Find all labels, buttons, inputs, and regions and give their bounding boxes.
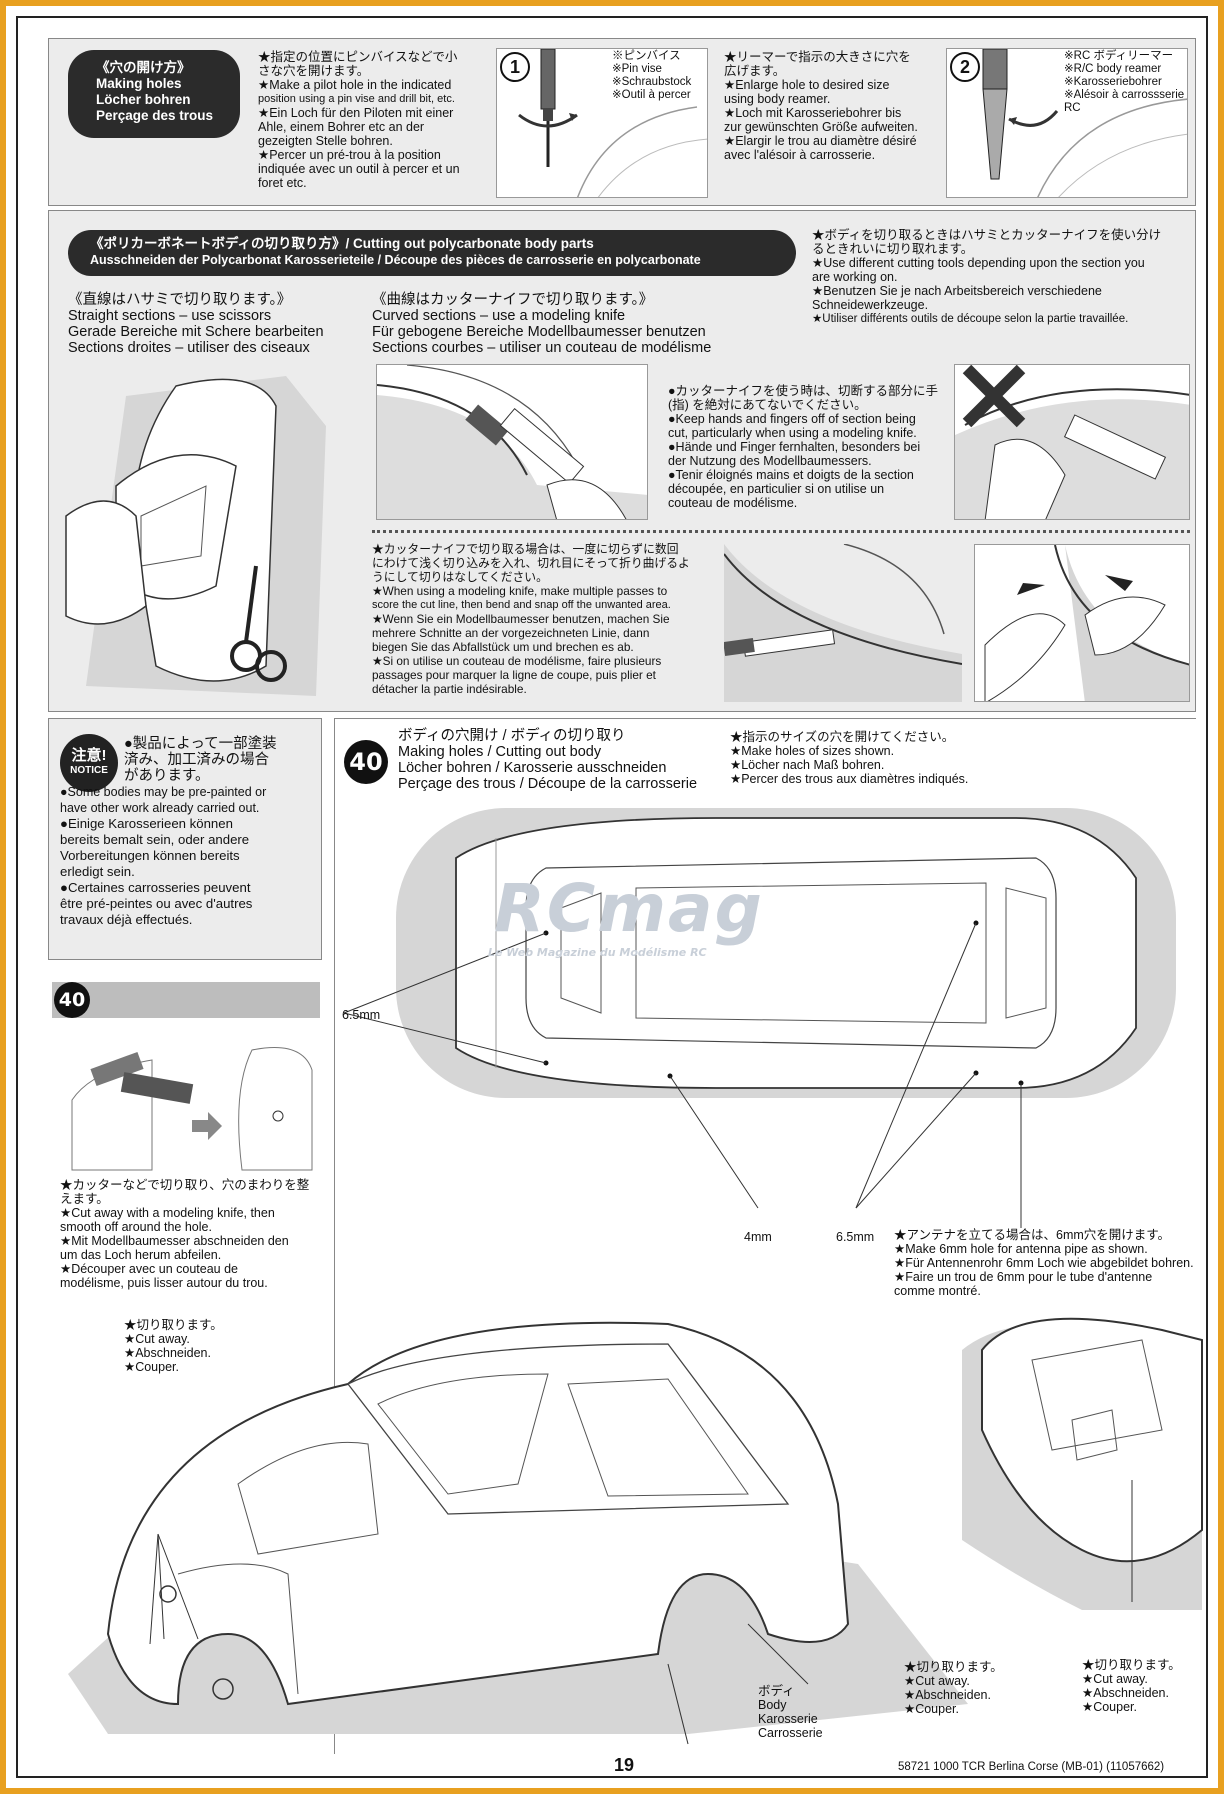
- notice-badge-jp: 注意!: [71, 747, 107, 764]
- sub-step-band: [52, 982, 320, 1018]
- cut-away-label-2: ★切り取ります。 ★Cut away. ★Abschneiden. ★Coupe…: [904, 1660, 1003, 1716]
- car-perspective-view: [68, 1321, 968, 1745]
- pin-vise-drawing: [518, 49, 707, 197]
- curved-knife-drawing: [377, 365, 647, 519]
- cutting-title-line1: 《ポリカーボネートボディの切り取り方》/ Cutting out polycar…: [90, 236, 594, 251]
- holes-title-pill: 《穴の開け方》 Making holes Löcher bohren Perça…: [68, 50, 240, 138]
- x-mark-icon: [962, 365, 1026, 428]
- cut-away-label-3: ★切り取ります。 ★Cut away. ★Abschneiden. ★Coupe…: [1082, 1658, 1181, 1714]
- pin-vise-illustration: [496, 48, 708, 198]
- notice-badge-en: NOTICE: [70, 765, 108, 776]
- page-border: 《穴の開け方》 Making holes Löcher bohren Perça…: [16, 16, 1208, 1778]
- watermark-logo: RCmag: [494, 870, 764, 947]
- scissors-illustration: [65, 376, 326, 696]
- holes-title-de: Löcher bohren: [96, 92, 191, 107]
- sub-step-text: ★カッターなどで切り取り、穴のまわりを整 えます。 ★Cut away with…: [60, 1178, 310, 1290]
- dim-4mm: 4mm: [744, 1230, 772, 1244]
- step40-frame: [334, 718, 1196, 1754]
- holes-title-fr: Perçage des trous: [96, 108, 214, 123]
- holes-instructions: ★指定の位置にピンバイスなどで小 さな穴を開けます。 ★Make a pilot…: [258, 50, 460, 190]
- sub-step-illustration: [71, 1047, 313, 1171]
- step40-number: 40: [344, 740, 388, 784]
- cutting-title-pill: 《ポリカーボネートボディの切り取り方》/ Cutting out polycar…: [68, 230, 796, 276]
- rear-closeup-illustration: [962, 1317, 1203, 1610]
- ream-instructions: ★リーマーで指示の大きさに穴を 広げます。 ★Enlarge hole to d…: [724, 50, 918, 162]
- straight-sections-heading: 《直線はハサミで切り取ります。》 Straight sections – use…: [68, 292, 324, 356]
- product-code: 58721 1000 TCR Berlina Corse (MB-01) (11…: [898, 1761, 1165, 1773]
- score-cut-illustration: [724, 544, 962, 702]
- antenna-hole-note: ★アンテナを立てる場合は、6mm穴を開けます。 ★Make 6mm hole f…: [894, 1228, 1194, 1298]
- step1-number: 1: [500, 52, 530, 82]
- step1-tool-labels: ※ピンバイス ※Pin vise ※Schraubstock ※Outil à …: [612, 50, 692, 101]
- reamer-illustration: [946, 48, 1188, 198]
- holes-title-jp: 《穴の開け方》: [96, 60, 191, 75]
- notice-text: ●製品によって一部塗装 済み、加工済みの場合 があります。 ●Some bodi…: [60, 736, 277, 927]
- step2-tool-labels: ※RC ボディリーマー ※R/C body reamer ※Karosserie…: [1064, 50, 1185, 114]
- snap-off-illustration: [974, 544, 1190, 702]
- holes-title-en: Making holes: [96, 76, 182, 91]
- step2-number: 2: [950, 52, 980, 82]
- snap-off-drawing: [984, 545, 1189, 701]
- score-cut-drawing: [724, 544, 962, 702]
- sub-step-number: 40: [54, 982, 90, 1018]
- dim-6-5mm-left: 6.5mm: [342, 1008, 381, 1022]
- dim-6-5mm-bottom: 6.5mm: [836, 1230, 875, 1244]
- reamer-drawing: [982, 49, 1187, 197]
- car-top-view: [343, 808, 1176, 1228]
- cutting-title-line2: Ausschneiden der Polycarbonat Karosserie…: [90, 253, 701, 267]
- curved-knife-illustration: [376, 364, 648, 520]
- curved-sections-heading: 《曲線はカッターナイフで切り取ります。》 Curved sections – u…: [372, 292, 712, 356]
- wrong-hand-illustration: [954, 364, 1190, 520]
- step40-title: ボディの穴開け / ボディの切り取り Making holes / Cuttin…: [398, 728, 698, 792]
- dotted-divider: [372, 530, 1190, 533]
- page-number: 19: [614, 1755, 635, 1775]
- cutting-tool-notes: ★ボディを切り取るときはハサミとカッターナイフを使い分け るときれいに切り取れま…: [812, 228, 1162, 325]
- knife-safety-text: ●カッターナイフを使う時は、切断する部分に手 (指) を絶対にあてないでください…: [668, 384, 939, 510]
- multiple-passes-text: ★カッターナイフで切り取る場合は、一度に切らずに数回 にわけて浅く切り込みを入れ…: [372, 542, 690, 696]
- notice-badge: 注意! NOTICE: [60, 734, 118, 792]
- wrong-hand-drawing: [955, 388, 1189, 519]
- cut-away-label-1: ★切り取ります。 ★Cut away. ★Abschneiden. ★Coupe…: [124, 1318, 223, 1374]
- watermark-tagline: Le Web Magazine du Modélisme RC: [488, 946, 707, 959]
- hole-size-note: ★指示のサイズの穴を開けてください。 ★Make holes of sizes …: [730, 730, 969, 786]
- body-label: ボディ Body Karosserie Carrosserie: [758, 1684, 823, 1740]
